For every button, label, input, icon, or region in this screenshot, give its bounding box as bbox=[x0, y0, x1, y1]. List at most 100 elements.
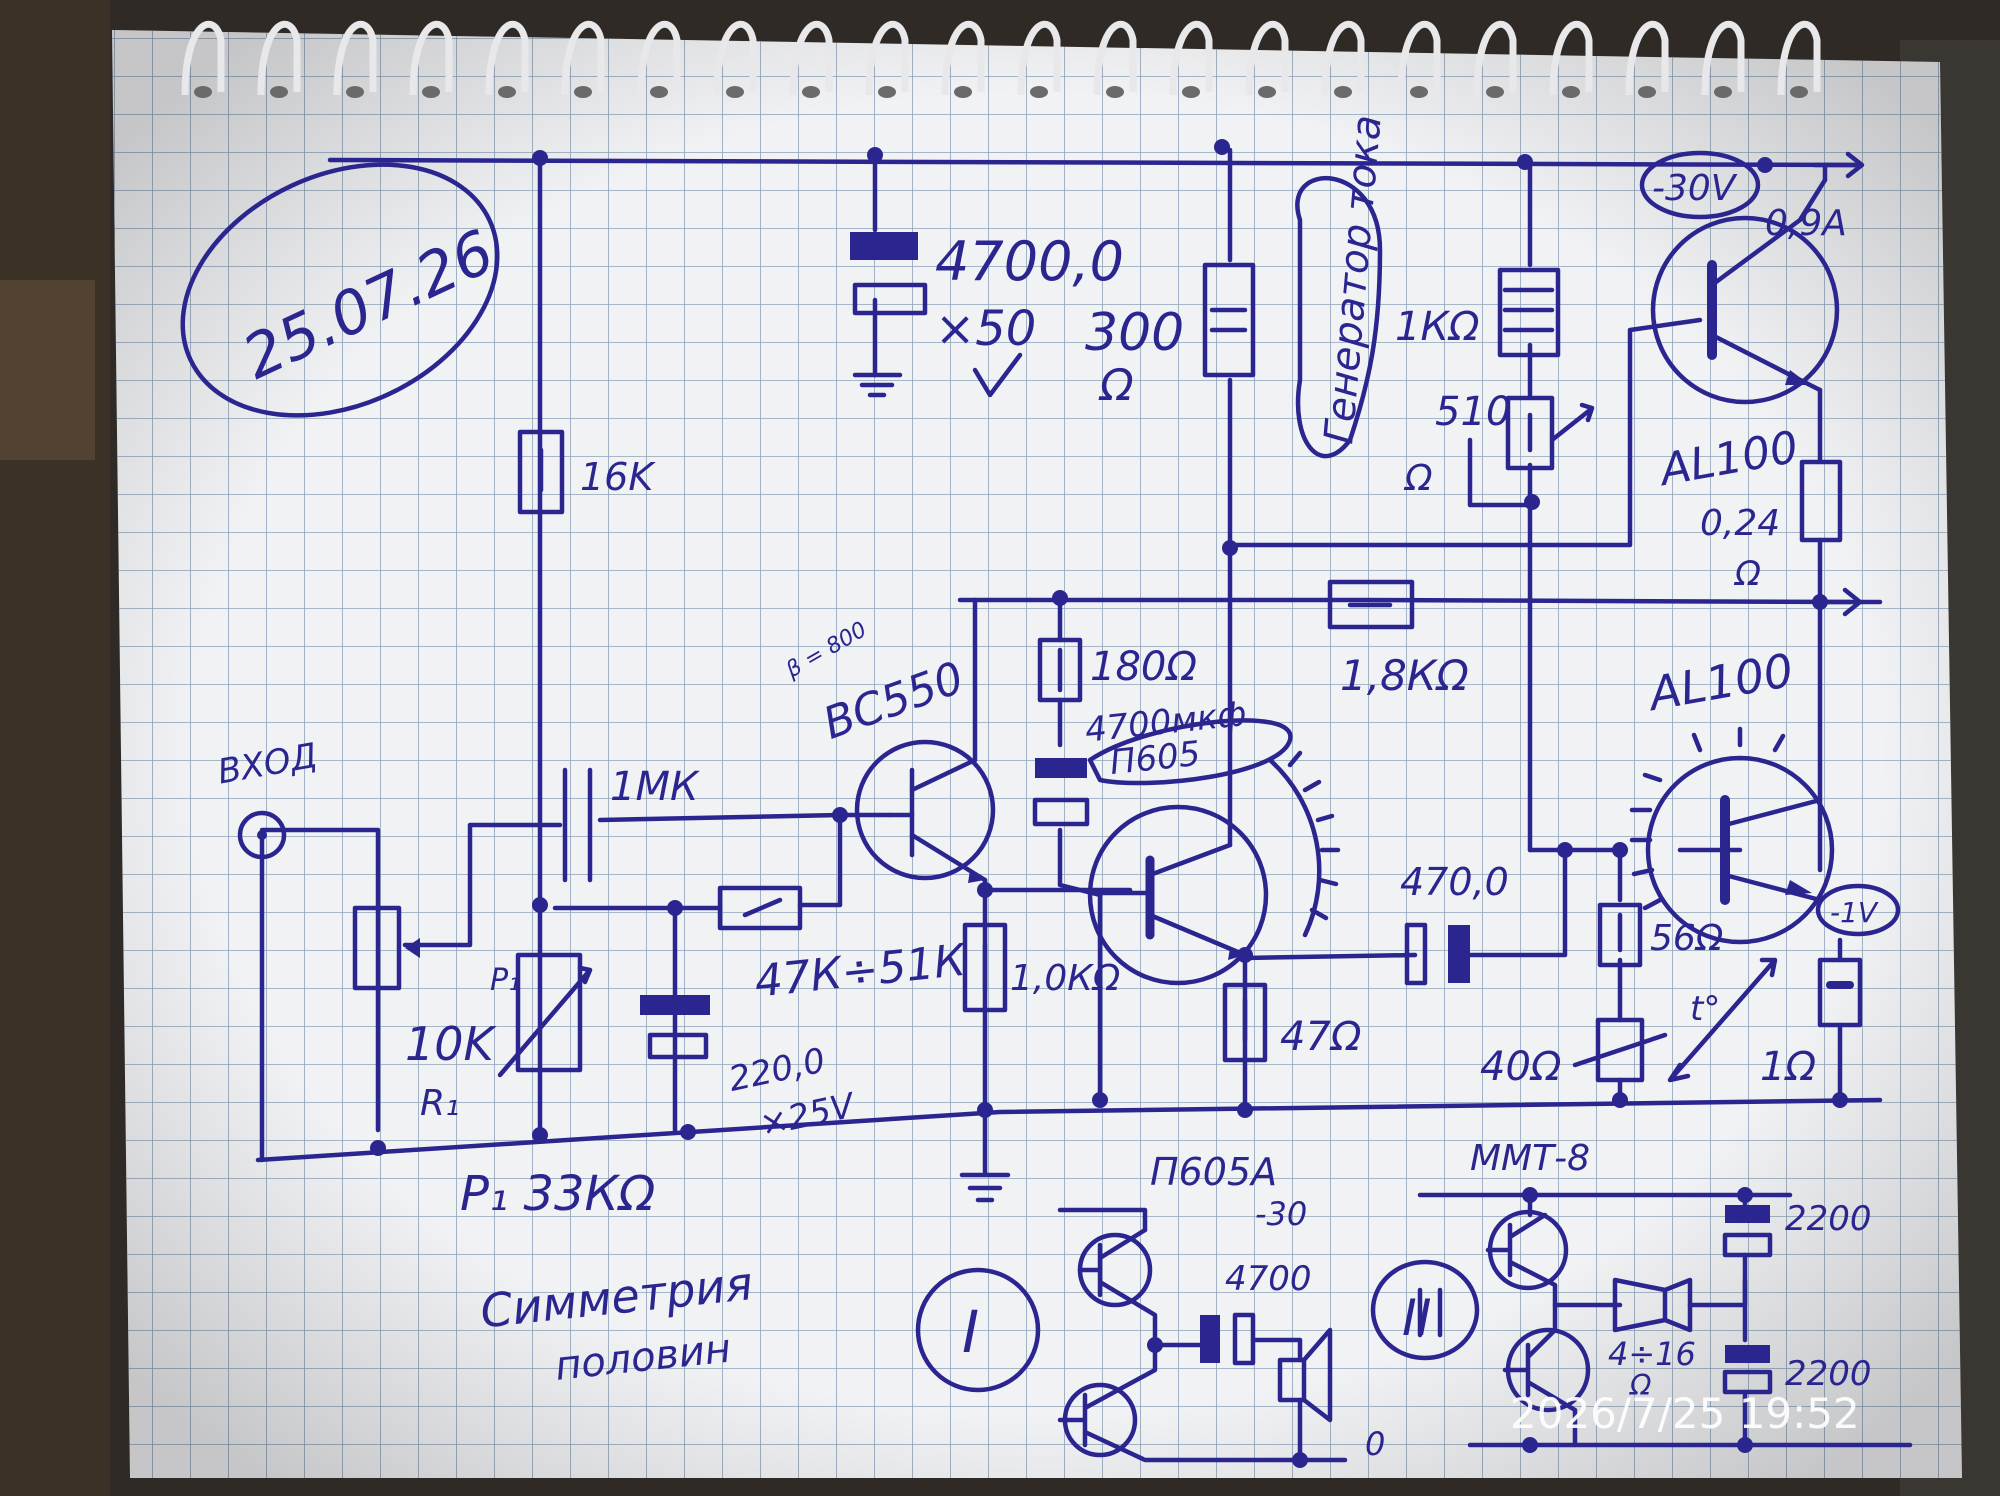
r40-label: 40Ω bbox=[1480, 1044, 1562, 1090]
spiral-ring bbox=[1397, 20, 1441, 96]
spiral-ring bbox=[1777, 20, 1821, 96]
spiral-ring bbox=[485, 20, 529, 96]
inset1-cap-label: 4700 bbox=[1225, 1259, 1312, 1299]
inset2-cap-top-label: 2200 bbox=[1785, 1199, 1872, 1239]
photo-timestamp: 2026/7/25 19:52 bbox=[1510, 1389, 1860, 1438]
r510-label: 510 bbox=[1435, 389, 1511, 435]
junction-dot bbox=[667, 900, 683, 916]
r16k-label: 16K bbox=[580, 455, 656, 499]
inset1-zero-label: 0 bbox=[1365, 1425, 1385, 1463]
spiral-ring bbox=[257, 20, 301, 96]
junction-dot bbox=[680, 1124, 696, 1140]
r300-unit-label: Ω bbox=[1098, 360, 1134, 411]
minus-one-volt-label: -1V bbox=[1830, 896, 1879, 929]
spiral-binding bbox=[181, 20, 1821, 98]
spiral-hole bbox=[1714, 86, 1732, 98]
inset2-id-label: II bbox=[1402, 1289, 1432, 1347]
spiral-ring bbox=[637, 20, 681, 96]
r510-unit-label: Ω bbox=[1403, 458, 1433, 499]
q2-label: П605 bbox=[1108, 734, 1202, 783]
p1-value-label: 10K bbox=[405, 1017, 498, 1071]
inset1-supply-label: -30 bbox=[1255, 1195, 1307, 1233]
junction-dot bbox=[1612, 842, 1628, 858]
r1-label: R₁ bbox=[420, 1083, 459, 1124]
junction-dot bbox=[532, 1127, 548, 1143]
c4700-label: 4700,0 bbox=[935, 230, 1124, 293]
resistor-47 bbox=[1222, 982, 1268, 1063]
resistor-16k bbox=[517, 429, 565, 515]
spiral-ring bbox=[713, 20, 757, 96]
r1k8-label: 1,8КΩ bbox=[1340, 651, 1469, 700]
resistor-180 bbox=[1037, 637, 1083, 703]
spiral-ring bbox=[1625, 20, 1669, 96]
capacitor-470 bbox=[1404, 922, 1470, 986]
spiral-ring bbox=[409, 20, 453, 96]
spiral-hole bbox=[726, 86, 744, 98]
resistor-1k0 bbox=[962, 922, 1008, 1013]
inset2-speaker-label: 4÷16 bbox=[1608, 1335, 1696, 1373]
resistor-0-24 bbox=[1799, 459, 1843, 543]
r47-label: 47Ω bbox=[1280, 1014, 1362, 1060]
spiral-hole bbox=[802, 86, 820, 98]
inset1-id-label: I bbox=[962, 1298, 979, 1366]
transistor-bc550 bbox=[854, 739, 996, 883]
spiral-ring bbox=[1473, 20, 1517, 96]
resistor-1k8 bbox=[1327, 579, 1415, 630]
spiral-ring bbox=[789, 20, 833, 96]
junction-dot bbox=[1052, 590, 1068, 606]
spiral-hole bbox=[954, 86, 972, 98]
resistor-300 bbox=[1202, 262, 1256, 378]
transistor-p605 bbox=[1087, 750, 1341, 986]
spiral-hole bbox=[194, 86, 212, 98]
r300-label: 300 bbox=[1085, 303, 1184, 363]
spiral-ring bbox=[181, 20, 225, 96]
r0-24-label: 0,24 bbox=[1700, 503, 1780, 544]
thermistor-40 bbox=[1572, 957, 1778, 1083]
r1k-label: 1КΩ bbox=[1395, 304, 1480, 350]
check-mark bbox=[972, 352, 1023, 398]
junction-dots bbox=[370, 139, 1848, 1468]
ground-symbol bbox=[959, 1107, 1011, 1203]
spiral-hole bbox=[1562, 86, 1580, 98]
resistor-1k bbox=[1497, 267, 1561, 358]
spiral-hole bbox=[1638, 86, 1656, 98]
spiral-hole bbox=[1486, 86, 1504, 98]
spiral-ring bbox=[1245, 20, 1289, 96]
r1-value-label: P₁ 33КΩ bbox=[460, 1166, 656, 1222]
spiral-hole bbox=[1790, 86, 1808, 98]
junction-dot bbox=[370, 1140, 386, 1156]
junction-dot bbox=[1832, 1092, 1848, 1108]
junction-dot bbox=[1612, 1092, 1628, 1108]
resistor-47k bbox=[717, 885, 803, 931]
p1-label: P₁ bbox=[490, 963, 520, 998]
r1ohm-label: 1Ω bbox=[1760, 1044, 1816, 1090]
spiral-ring bbox=[333, 20, 377, 96]
junction-dot bbox=[1214, 139, 1230, 155]
current-label: 0,9A bbox=[1765, 203, 1847, 244]
junction-dot bbox=[532, 897, 548, 913]
spiral-ring bbox=[941, 20, 985, 96]
c4700-voltage-label: ×50 bbox=[935, 301, 1036, 357]
spiral-ring bbox=[1701, 20, 1745, 96]
spiral-hole bbox=[422, 86, 440, 98]
junction-dot bbox=[532, 150, 548, 166]
resistor-56 bbox=[1597, 902, 1643, 968]
spiral-hole bbox=[270, 86, 288, 98]
spiral-hole bbox=[1106, 86, 1124, 98]
spiral-ring bbox=[1321, 20, 1365, 96]
c470-label: 470,0 bbox=[1400, 860, 1509, 904]
inset2-speaker-unit-label: Ω bbox=[1629, 1369, 1652, 1402]
c1mk-label: 1МК bbox=[610, 764, 700, 810]
capacitor-4700mkf bbox=[1032, 758, 1090, 827]
capacitor-4700 bbox=[850, 232, 928, 398]
junction-dot bbox=[1517, 154, 1533, 170]
schematic-wires bbox=[255, 147, 1883, 1163]
capacitor-220 bbox=[640, 995, 710, 1060]
transistor-al100-top bbox=[1650, 177, 1840, 405]
junction-dot bbox=[1557, 842, 1573, 858]
spiral-hole bbox=[1182, 86, 1200, 98]
r56-label: 56Ω bbox=[1650, 918, 1724, 959]
r0-24-unit-label: Ω bbox=[1733, 554, 1761, 594]
spiral-hole bbox=[346, 86, 364, 98]
